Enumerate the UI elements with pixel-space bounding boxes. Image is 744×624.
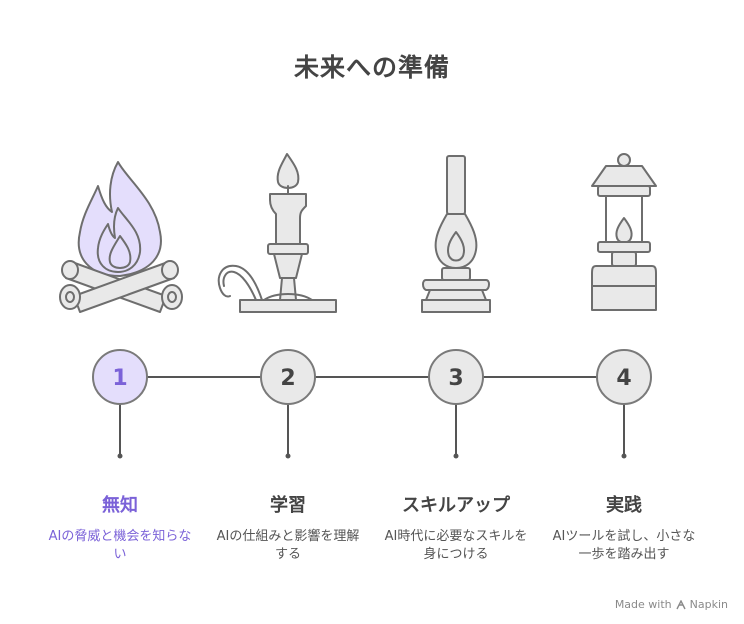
step-description-2: AIの仕組みと影響を理解する — [216, 529, 360, 562]
step-number: 1 — [112, 366, 127, 391]
step-title-1: 無知 — [102, 495, 138, 516]
napkin-logo-icon — [676, 599, 686, 609]
step-description-1: AIの脅威と機会を知らない — [48, 529, 192, 562]
footer-label: Made with — [614, 598, 672, 611]
page-title: 未来への準備 — [293, 53, 450, 82]
step-title-4: 実践 — [606, 495, 642, 516]
step-title-3: スキルアップ — [402, 495, 510, 516]
step-description-4: AIツールを試し、小さな一歩を踏み出す — [552, 529, 696, 562]
step-marker-3: 3 — [428, 349, 484, 405]
campfire-icon — [59, 161, 183, 313]
step-marker-1: 1 — [92, 349, 148, 405]
step-description-3: AI時代に必要なスキルを身につける — [384, 529, 528, 562]
oil-lamp-icon — [421, 155, 491, 313]
step-marker-4: 4 — [596, 349, 652, 405]
connector-stems — [119, 404, 625, 456]
step-number: 4 — [616, 366, 631, 391]
connector-dots — [117, 453, 627, 459]
step-marker-2: 2 — [260, 349, 316, 405]
step-number: 2 — [280, 366, 295, 391]
footer-brand: Napkin — [689, 598, 728, 611]
lantern-icon — [591, 153, 657, 311]
candle-icon — [217, 153, 337, 313]
step-number: 3 — [448, 366, 463, 391]
made-with-napkin[interactable]: Made with Napkin — [615, 598, 728, 611]
step-title-2: 学習 — [270, 495, 306, 516]
